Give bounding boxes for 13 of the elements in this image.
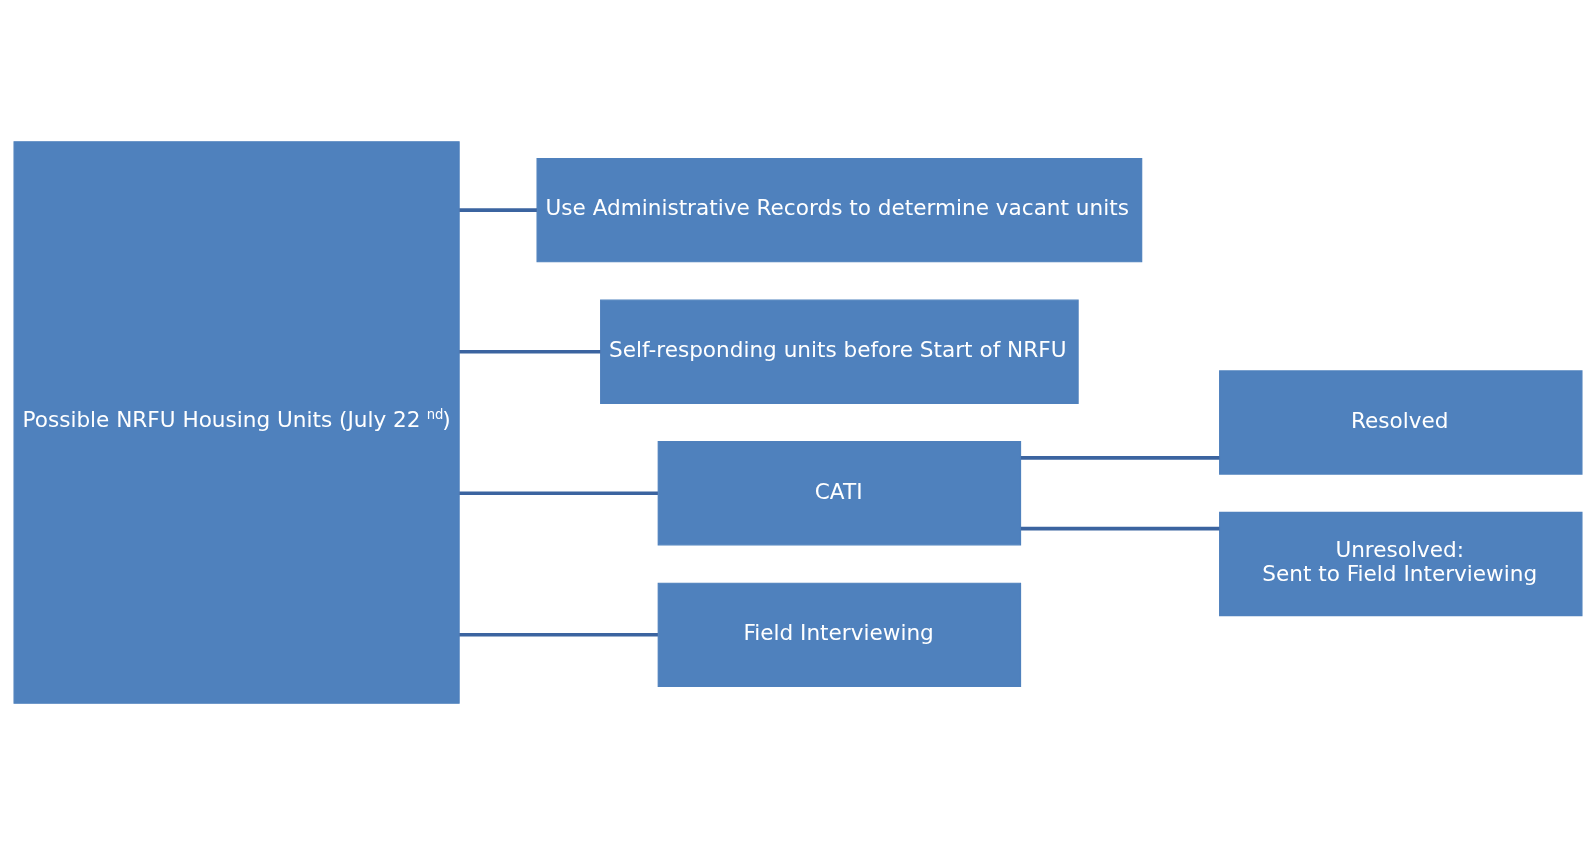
node-box: Use Administrative Records to determine vacant units: [536, 158, 1142, 263]
node-box: Possible NRFU Housing Units (July 22$^{nd}$): [12, 141, 460, 704]
node-box: Self-responding units before Start of NRFU: [599, 299, 1079, 404]
node-box: Field Interviewing: [657, 582, 1021, 687]
connector: [1020, 526, 1219, 531]
node-box: Resolved: [1218, 370, 1583, 475]
connector: [1020, 456, 1219, 460]
node-box: CATI: [657, 441, 1021, 546]
node-box: Unresolved: Sent to Field Interviewing: [1218, 511, 1583, 617]
connector: [458, 208, 537, 212]
connector: [458, 633, 658, 637]
connector: [458, 349, 600, 354]
connector: [458, 491, 658, 496]
